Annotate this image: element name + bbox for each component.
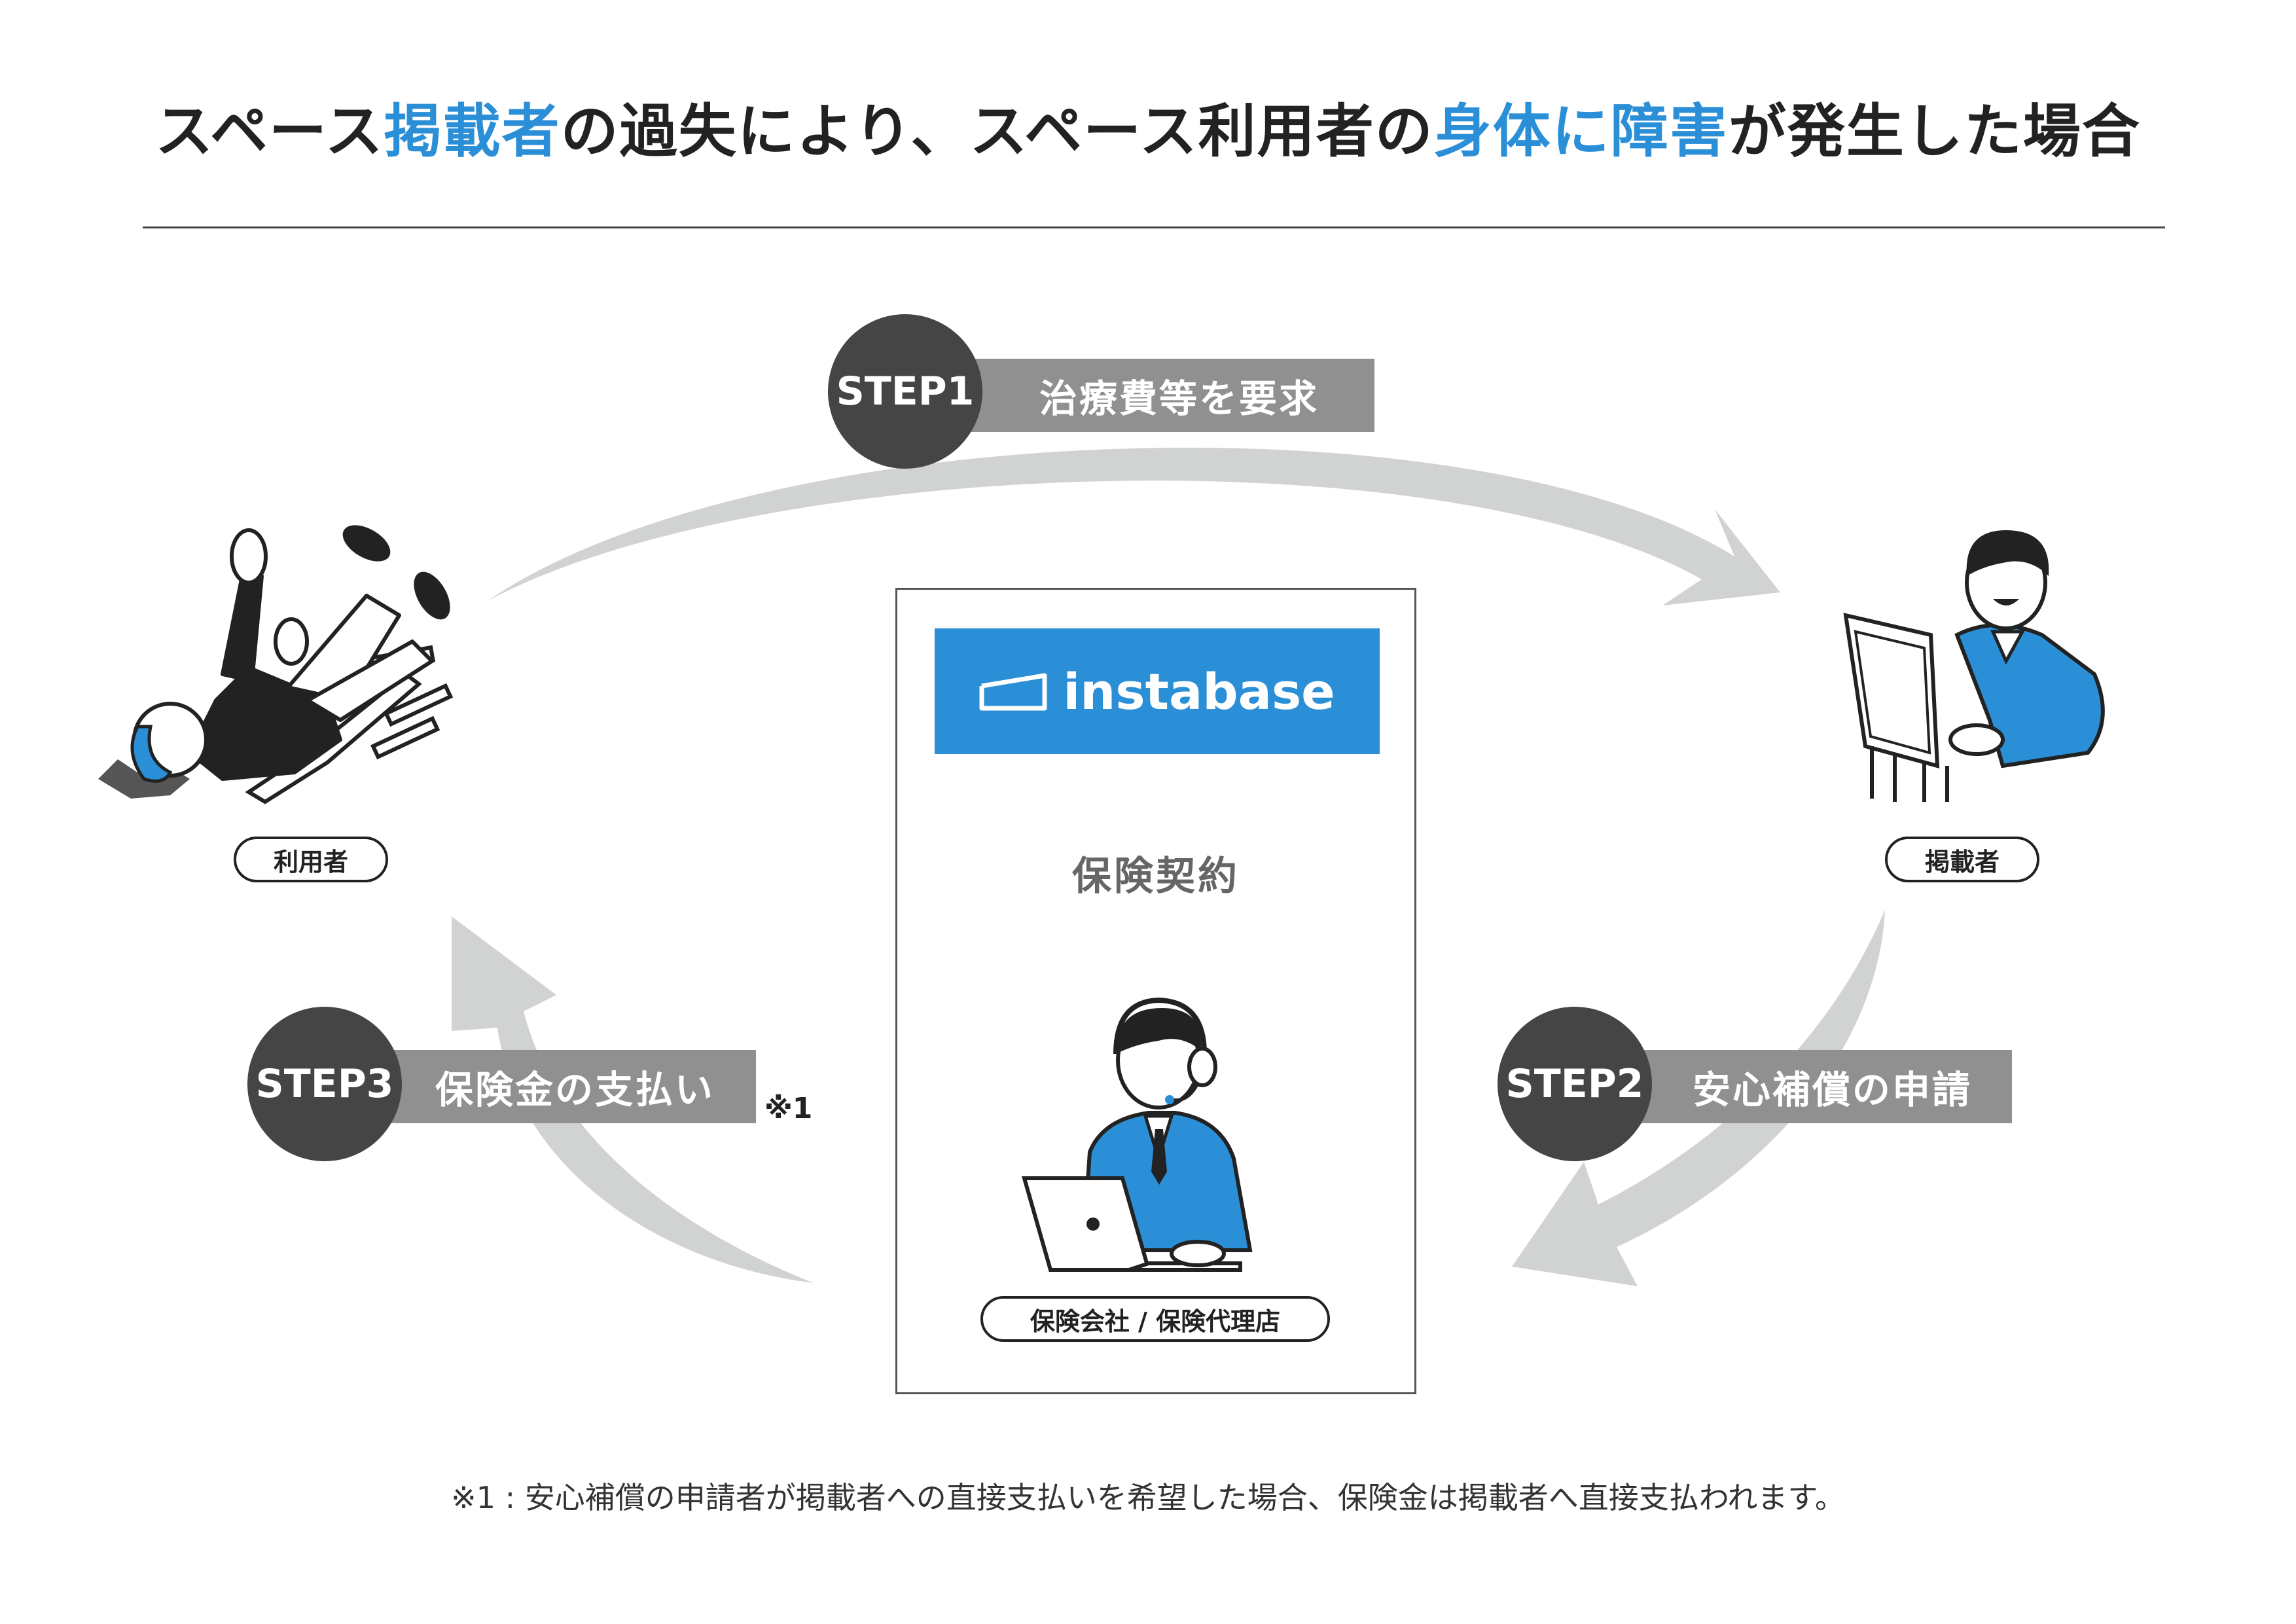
step2-badge-text: STEP2 <box>1505 1061 1644 1107</box>
host-label: 掲載者 <box>1924 847 2000 876</box>
step2-badge: STEP2 <box>1498 1007 1652 1161</box>
step3-badge-text: STEP3 <box>255 1061 394 1107</box>
instabase-logo: instabase <box>935 628 1380 754</box>
step1-badge-text: STEP1 <box>836 369 975 414</box>
title-part1: スペース <box>155 98 384 165</box>
host-label-pill: 掲載者 <box>1885 837 2039 882</box>
step3-label: 保険金の支払い <box>435 1068 715 1112</box>
title-highlight-injury: 身体に障害 <box>1433 98 1729 165</box>
contract-label: 保険契約 <box>1072 854 1240 899</box>
step3-bar: 保険金の支払い <box>363 1050 756 1123</box>
headset-operator-icon <box>1022 997 1253 1272</box>
falling-person-icon <box>98 525 454 804</box>
logo-text: instabase <box>1063 662 1335 721</box>
title-part5: が発生した場合 <box>1728 98 2141 165</box>
house-outline-icon <box>979 673 1047 711</box>
step3-badge: STEP3 <box>247 1007 402 1161</box>
step1-label: 治療費等を要求 <box>1039 376 1319 421</box>
title-highlight-host: 掲載者 <box>384 98 561 165</box>
person-at-podium-icon <box>1843 530 2105 802</box>
user-label-pill: 利用者 <box>234 837 388 882</box>
step2-bar: 安心補償の申請 <box>1623 1050 2012 1123</box>
insurer-label-pill: 保険会社 / 保険代理店 <box>980 1296 1330 1342</box>
title-divider <box>143 226 2165 228</box>
arrow-step2 <box>1512 910 1885 1286</box>
page-title: スペース掲載者の過失により、スペース利用者の身体に障害が発生した場合 <box>0 85 2296 168</box>
arrow-step1 <box>488 447 1780 605</box>
step1-badge: STEP1 <box>828 314 982 469</box>
footnote: ※1 : 安心補償の申請者が掲載者への直接支払いを希望した場合、保険金は掲載者へ… <box>451 1480 1845 1515</box>
step2-label: 安心補償の申請 <box>1693 1068 1973 1112</box>
user-label: 利用者 <box>273 847 348 876</box>
title-part3: の過失により、スペース利用者の <box>560 98 1434 165</box>
insurer-label: 保険会社 / 保険代理店 <box>1030 1307 1281 1336</box>
step3-note-mark: ※1 <box>764 1092 813 1125</box>
step1-bar: 治療費等を要求 <box>962 359 1374 432</box>
